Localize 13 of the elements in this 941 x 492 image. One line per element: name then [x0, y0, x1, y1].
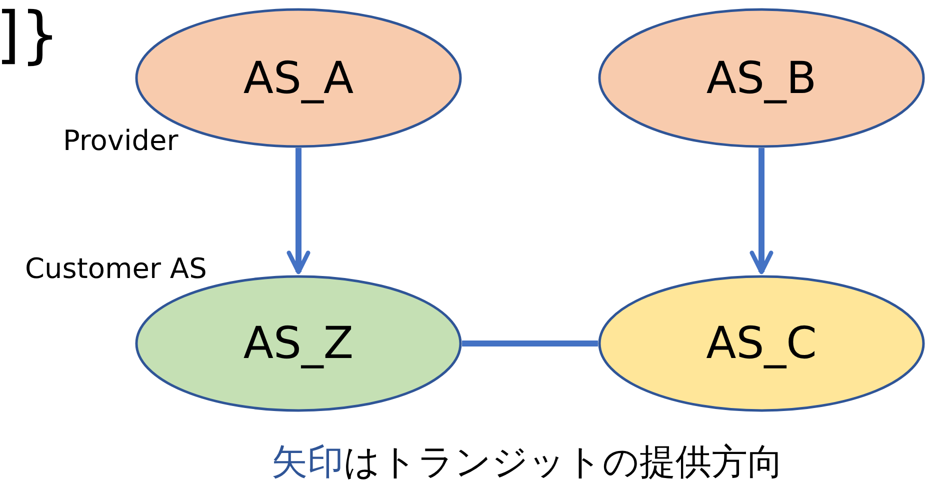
arrow	[286, 148, 310, 274]
text-label: Provider	[63, 124, 178, 157]
node-label: AS_A	[243, 52, 354, 104]
ellipse-node	[598, 275, 925, 412]
node-label: AS_Z	[243, 318, 354, 369]
text-label: Customer AS	[25, 252, 207, 285]
arrow	[750, 148, 774, 274]
connector-line	[462, 340, 598, 346]
node-label: AS_B	[706, 52, 817, 104]
caption: 矢印はトランジットの提供方向	[270, 441, 784, 485]
node-label: AS_C	[706, 318, 817, 369]
text-label: ]}	[0, 4, 60, 66]
ellipse-node	[598, 8, 925, 148]
